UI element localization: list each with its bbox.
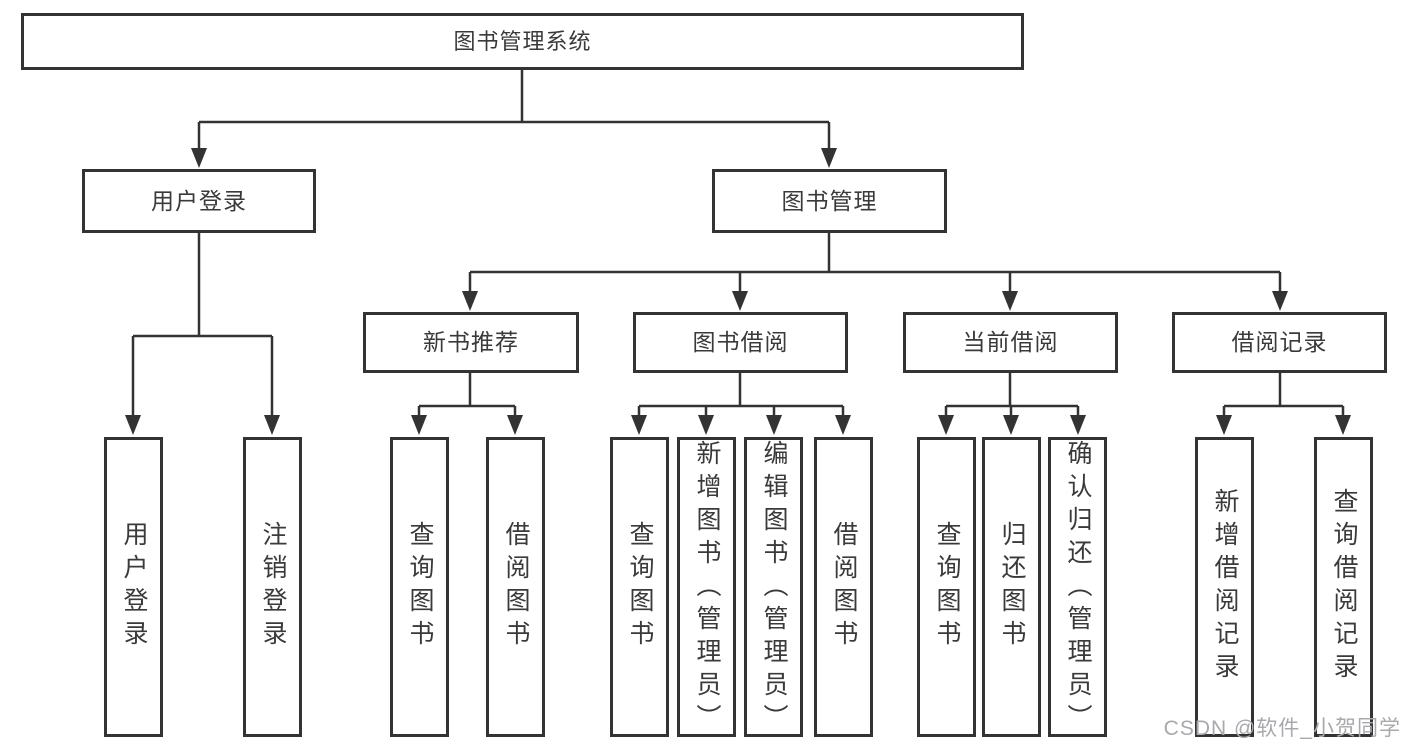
leaf-query-book-1-label: 查询图书 (406, 521, 434, 653)
connector-new-book-recommend (411, 373, 523, 435)
node-borrow-records-label: 借阅记录 (1231, 329, 1328, 355)
leaf-borrow-book-1: 借阅图书 (486, 437, 545, 737)
leaf-borrow-book-2: 借阅图书 (814, 437, 873, 737)
leaf-query-borrow-record-label: 查询借阅记录 (1330, 488, 1358, 686)
leaf-query-book-1: 查询图书 (390, 437, 449, 737)
node-new-book-recommend-label: 新书推荐 (423, 329, 519, 355)
leaf-confirm-return-admin: 确认归还（管理员） (1048, 437, 1107, 737)
leaf-borrow-book-2-label: 借阅图书 (830, 521, 858, 653)
leaf-add-book-admin-label: 新增图书（管理员） (693, 440, 721, 737)
connector-borrow-records (1216, 373, 1351, 435)
leaf-query-borrow-record: 查询借阅记录 (1314, 437, 1373, 737)
connector-book-management (462, 233, 1288, 311)
node-book-borrow-label: 图书借阅 (692, 329, 789, 355)
node-new-book-recommend: 新书推荐 (363, 312, 579, 373)
node-root-label: 图书管理系统 (453, 28, 592, 54)
leaf-query-book-2-label: 查询图书 (626, 521, 654, 653)
connector-book-borrow (631, 373, 851, 435)
leaf-edit-book-admin-label: 编辑图书（管理员） (760, 440, 788, 737)
leaf-user-login-label: 用户登录 (120, 521, 148, 653)
leaf-return-book: 归还图书 (982, 437, 1041, 737)
leaf-add-borrow-record-label: 新增借阅记录 (1211, 488, 1239, 686)
node-root: 图书管理系统 (21, 13, 1024, 70)
connector-user-login (125, 233, 280, 435)
leaf-user-login: 用户登录 (104, 437, 163, 737)
node-current-borrow-label: 当前借阅 (962, 329, 1059, 355)
leaf-logout-label: 注销登录 (259, 521, 287, 653)
leaf-edit-book-admin: 编辑图书（管理员） (744, 437, 803, 737)
leaf-add-borrow-record: 新增借阅记录 (1195, 437, 1254, 737)
leaf-return-book-label: 归还图书 (998, 521, 1026, 653)
node-book-management: 图书管理 (712, 169, 947, 233)
node-user-login: 用户登录 (82, 169, 316, 233)
connector-current-borrow (938, 373, 1086, 435)
leaf-query-book-3-label: 查询图书 (933, 521, 961, 653)
leaf-query-book-2: 查询图书 (610, 437, 669, 737)
leaf-confirm-return-admin-label: 确认归还（管理员） (1064, 440, 1092, 737)
leaf-query-book-3: 查询图书 (917, 437, 976, 737)
node-borrow-records: 借阅记录 (1172, 312, 1387, 373)
node-book-borrow: 图书借阅 (633, 312, 848, 373)
node-user-login-label: 用户登录 (151, 187, 247, 214)
node-book-management-label: 图书管理 (781, 187, 878, 214)
node-current-borrow: 当前借阅 (903, 312, 1118, 373)
connector-root (191, 70, 837, 168)
leaf-add-book-admin: 新增图书（管理员） (677, 437, 736, 737)
csdn-watermark: CSDN @软件_小贺同学 (1163, 717, 1401, 740)
leaf-logout: 注销登录 (243, 437, 302, 737)
leaf-borrow-book-1-label: 借阅图书 (502, 521, 530, 653)
